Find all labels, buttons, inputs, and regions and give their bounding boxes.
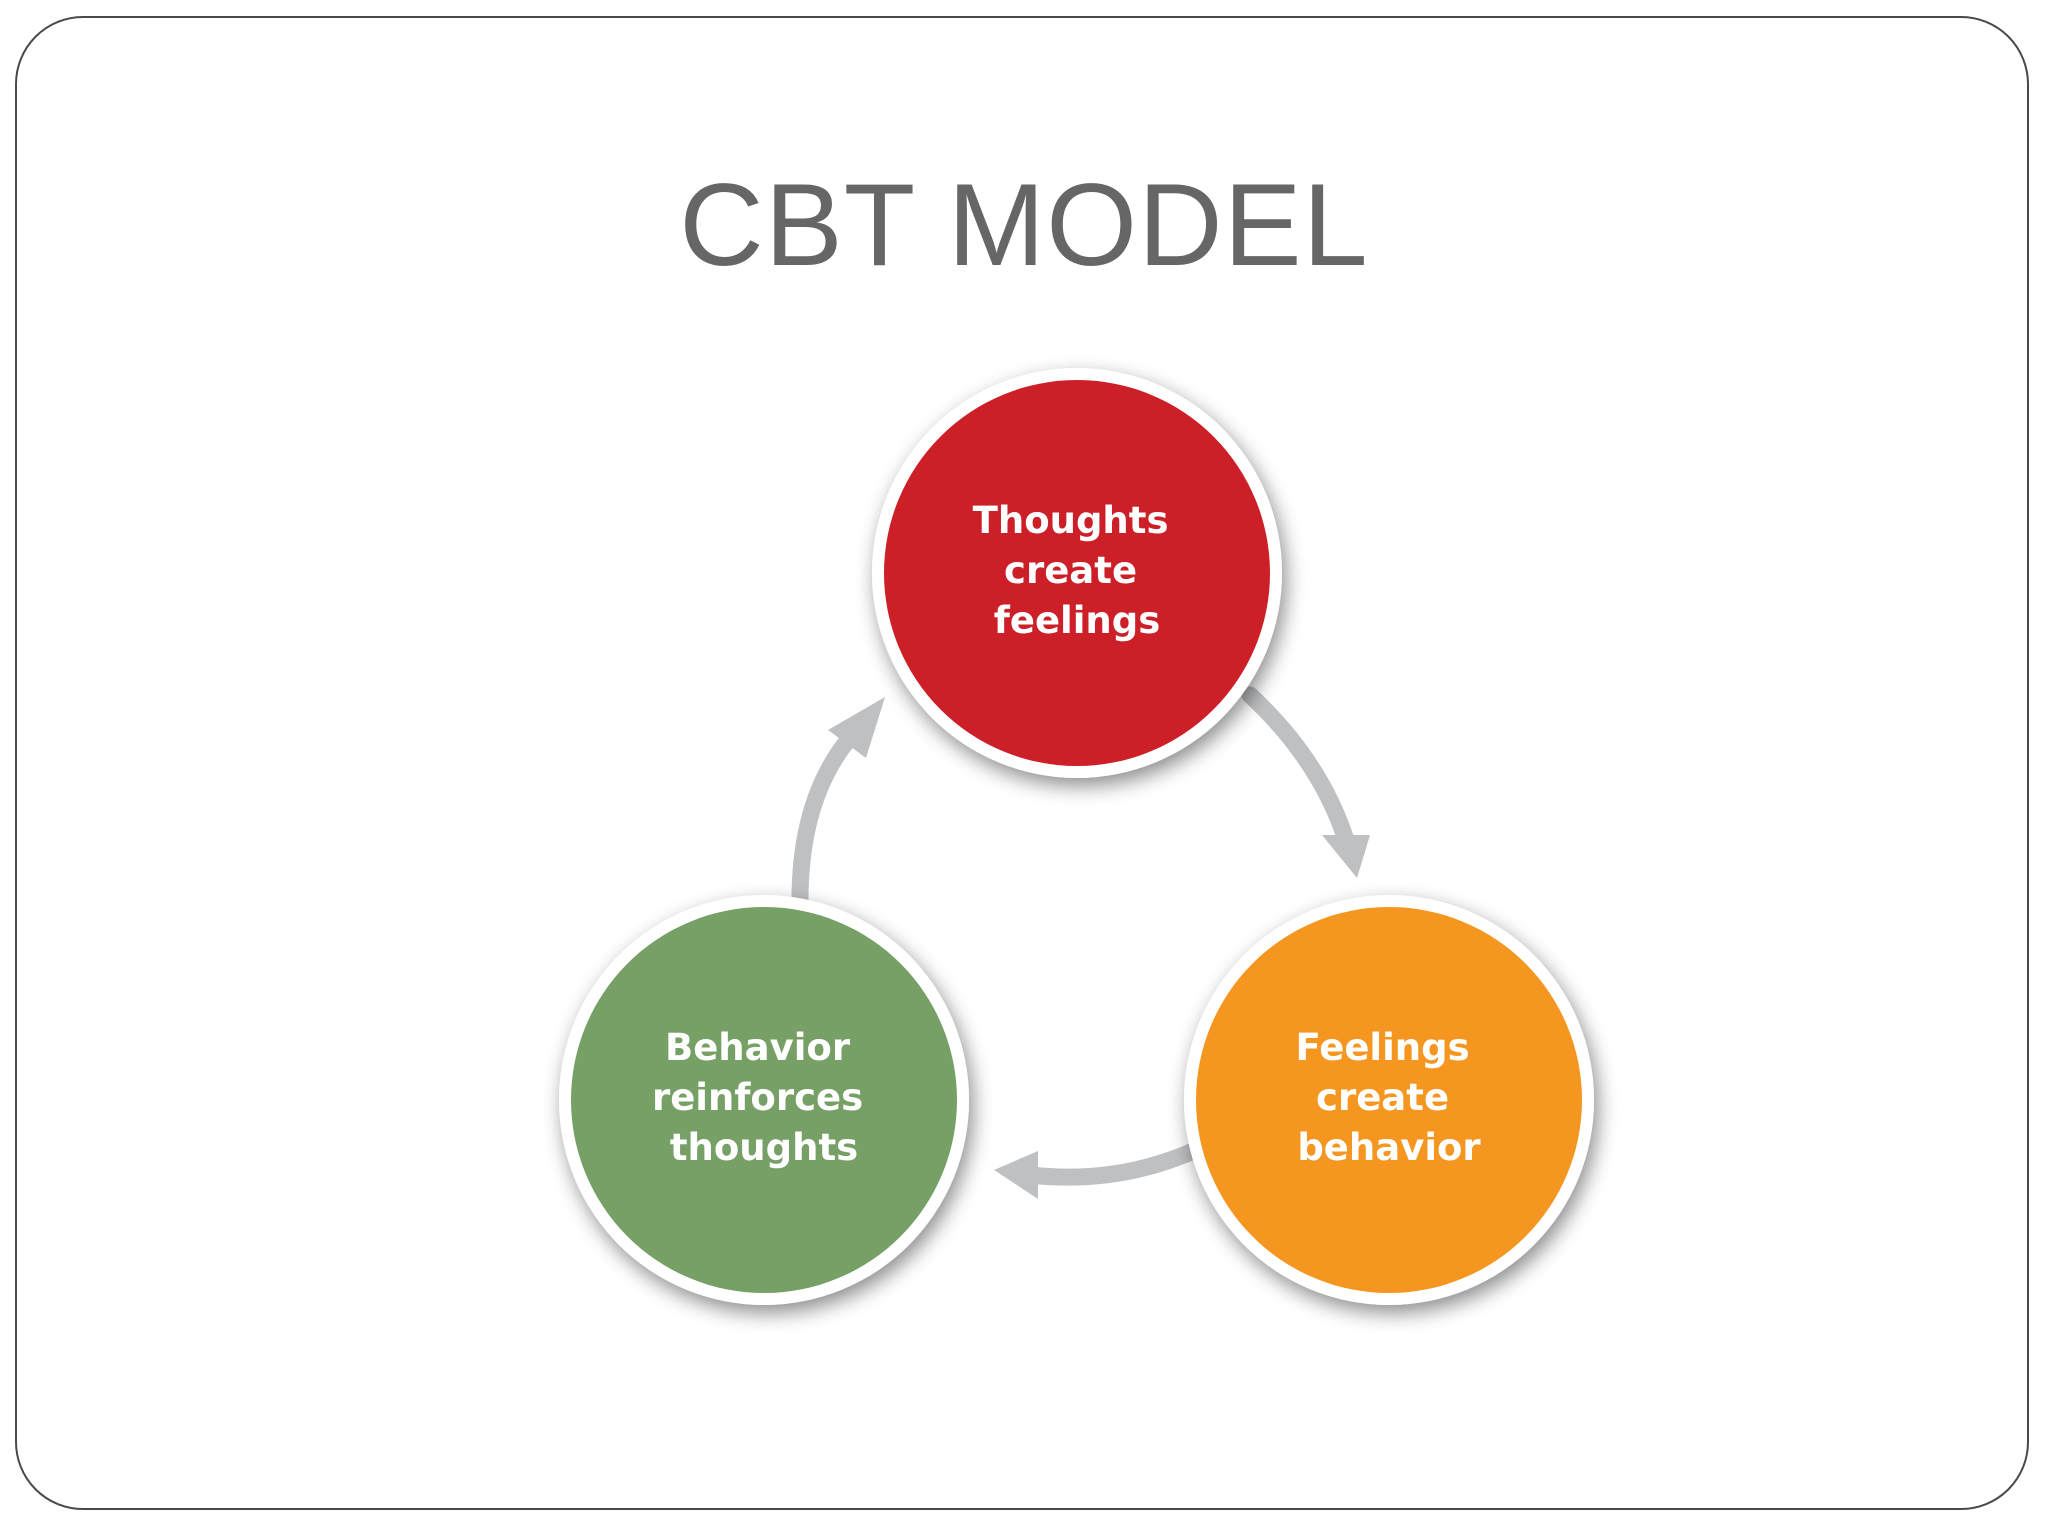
node-feelings-line-3: behavior	[1297, 1126, 1481, 1169]
arrow-behavior-to-thoughts	[791, 697, 885, 909]
node-behavior: Behavior reinforces thoughts	[559, 895, 969, 1305]
arrow-feelings-to-behavior	[994, 1139, 1209, 1199]
node-behavior-line-3: thoughts	[670, 1126, 858, 1169]
node-feelings-label: Feelings create behavior	[1295, 1026, 1482, 1169]
node-feelings-circle	[1196, 907, 1582, 1293]
node-thoughts-line-3: feelings	[994, 599, 1161, 642]
node-thoughts-line-2: create	[1004, 549, 1137, 592]
node-behavior-line-2: reinforces	[652, 1076, 863, 1119]
node-feelings-line-1: Feelings	[1295, 1026, 1469, 1069]
slide-title: CBT MODEL	[679, 159, 1369, 290]
node-feelings: Feelings create behavior	[1184, 895, 1594, 1305]
node-thoughts-label: Thoughts create feelings	[973, 499, 1182, 642]
arrow-thoughts-to-feelings	[1241, 686, 1370, 878]
node-behavior-circle	[571, 907, 957, 1293]
node-feelings-line-2: create	[1316, 1076, 1449, 1119]
node-thoughts-circle	[884, 380, 1270, 766]
node-thoughts-line-1: Thoughts	[973, 499, 1169, 542]
node-behavior-line-1: Behavior	[665, 1026, 851, 1069]
node-behavior-label: Behavior reinforces thoughts	[652, 1026, 876, 1169]
node-thoughts: Thoughts create feelings	[872, 368, 1282, 778]
